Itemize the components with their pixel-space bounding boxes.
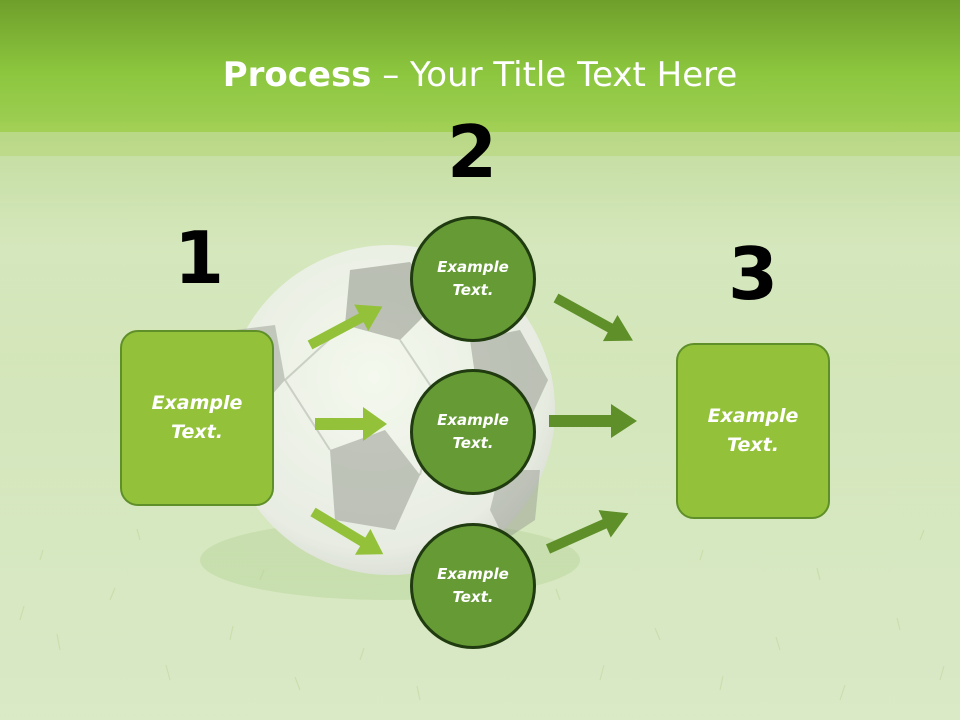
- left-process-box: Example Text.: [120, 330, 274, 506]
- right-process-box: Example Text.: [676, 343, 830, 519]
- title-bold: Process: [222, 55, 372, 95]
- right-box-text: Example Text.: [707, 405, 799, 456]
- process-circle-middle: Example Text.: [410, 369, 536, 495]
- step-number-2: 2: [446, 110, 498, 194]
- process-circle-top: Example Text.: [410, 216, 536, 342]
- title-rest: – Your Title Text Here: [371, 55, 738, 95]
- circle-text: Example Text.: [437, 411, 509, 452]
- step-number-1: 1: [173, 216, 225, 300]
- slide-title: Process – Your Title Text Here: [0, 52, 960, 98]
- step-number-3: 3: [727, 232, 779, 316]
- process-circle-bottom: Example Text.: [410, 523, 536, 649]
- circle-text: Example Text.: [437, 565, 509, 606]
- circle-text: Example Text.: [437, 258, 509, 299]
- arrow-icon: [307, 293, 637, 555]
- left-box-text: Example Text.: [151, 392, 243, 443]
